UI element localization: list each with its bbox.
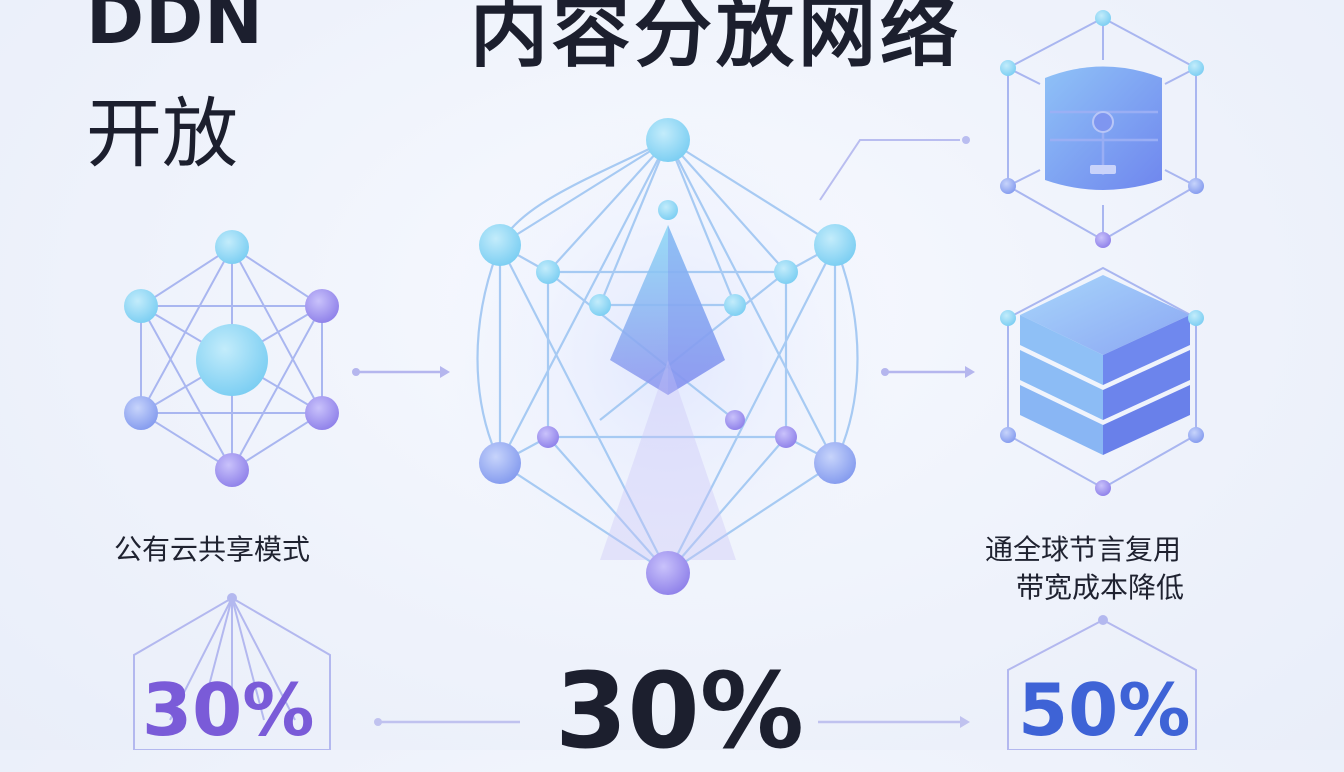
percentage-left: 30% (142, 668, 315, 752)
caption-left: 公有云共享模式 (114, 533, 311, 566)
server-cabinet-icon (1000, 10, 1204, 248)
brand-subtitle: 开放 (86, 89, 238, 178)
stacked-storage-icon (1000, 266, 1204, 496)
caption-right-line2: 带宽成本降低 (1016, 571, 1185, 604)
percentage-right: 50% (1018, 668, 1191, 752)
hexagon-frame-right (1007, 618, 1197, 750)
percentage-center: 30% (555, 650, 804, 772)
brand-name: DDN (86, 0, 264, 60)
page-title: 内容分放网络 (470, 0, 963, 78)
hexagon-frame-left (133, 596, 331, 750)
crystal-network-icon (476, 118, 859, 595)
cdn-diagram (124, 10, 1204, 750)
caption-right-line1: 通全球节言复用 (985, 533, 1182, 566)
